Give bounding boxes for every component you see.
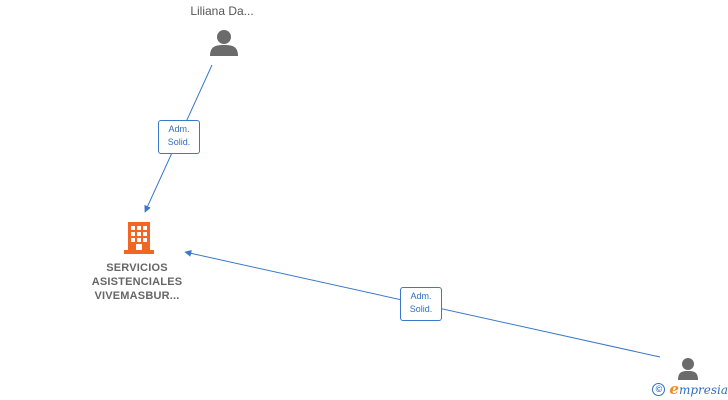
edge-label-right-line-1: Adm. [410,291,432,301]
brand-name-rest: mpresia [678,383,728,397]
brand-watermark: © empresia [652,379,728,399]
edge-label-right-line-2: Solid. [409,304,433,314]
brand-name: empresia [669,380,728,398]
company-name-line-3: VIVEMASBUR... [94,290,180,302]
person-icon-partial[interactable] [678,358,698,380]
edge-label-top-line-1: Adm. [168,124,190,134]
person-name-label[interactable]: Liliana Da... [190,4,254,18]
company-name-label[interactable]: SERVICIOS ASISTENCIALES VIVEMASBUR... [80,261,194,303]
edge-label-right: Adm. Solid. [400,287,442,321]
person-icon[interactable] [210,30,238,56]
brand-name-initial: e [669,380,679,398]
company-name-line-1: SERVICIOS [106,262,168,274]
building-icon[interactable] [124,222,154,254]
company-name-line-2: ASISTENCIALES [91,276,183,288]
edge-label-top: Adm. Solid. [158,120,200,154]
copyright-icon: © [652,382,666,396]
edge-label-top-line-2: Solid. [167,137,191,147]
